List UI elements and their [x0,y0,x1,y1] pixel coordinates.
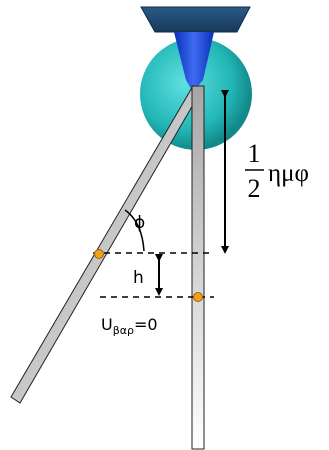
angle-arc [124,209,145,252]
pivot-nozzle [174,32,214,92]
ceiling-mount [140,6,251,33]
height-label: h [133,268,144,288]
length-expression: ημφ [268,160,309,187]
potential-suffix: =0 [134,315,158,334]
rod-swung [10,85,202,404]
potential-prefix: U [101,315,113,334]
rod-vertical [191,85,205,450]
center-of-mass-swung [94,249,104,259]
center-of-mass-vertical [193,292,203,302]
potential-subscript: βαρ [113,324,134,337]
angle-label: ϕ [134,213,145,233]
fraction-numerator: 1 [248,139,261,168]
potential-label: Uβαρ=0 [101,315,158,337]
fraction-denominator: 2 [248,174,261,203]
